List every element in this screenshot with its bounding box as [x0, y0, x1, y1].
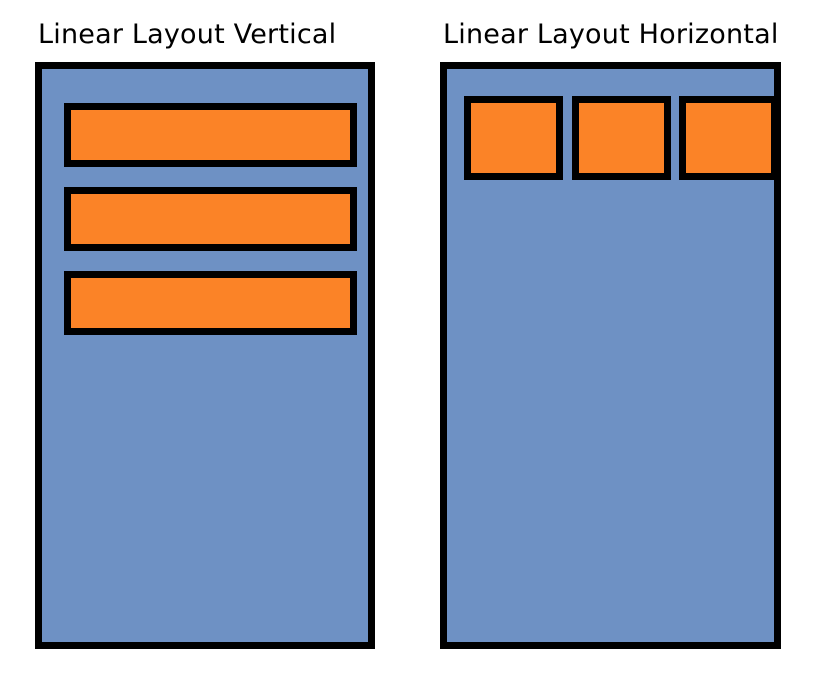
horizontal-child-view-3	[679, 96, 778, 180]
title-linear-layout-vertical: Linear Layout Vertical	[38, 19, 337, 50]
vertical-child-view-2	[64, 187, 357, 251]
linear-layout-vertical-container	[35, 62, 375, 649]
vertical-child-view-3	[64, 271, 357, 335]
vertical-child-view-1	[64, 103, 357, 167]
horizontal-child-view-2	[572, 96, 671, 180]
title-linear-layout-horizontal: Linear Layout Horizontal	[443, 19, 779, 50]
horizontal-child-view-1	[464, 96, 563, 180]
linear-layout-horizontal-container	[440, 62, 781, 649]
